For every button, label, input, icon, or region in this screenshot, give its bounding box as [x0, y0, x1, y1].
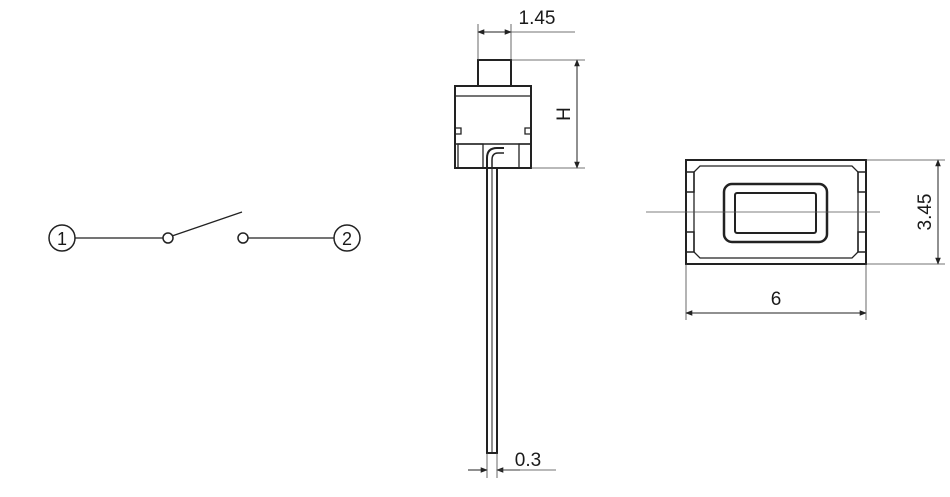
body-inner-outline [693, 165, 859, 259]
corner-tab-tr [857, 171, 866, 193]
actuator-top-inner [734, 192, 817, 234]
lead-bend-inner [491, 152, 504, 168]
corner-tab-br [857, 231, 866, 253]
top-view: 3.45 6 [646, 159, 945, 320]
terminal-2-circle [333, 224, 361, 252]
contact-left [162, 232, 174, 244]
dim-actuator-width: 1.45 [519, 8, 556, 29]
lead-bend [486, 147, 504, 168]
dim-lead-thickness: 0.3 [515, 450, 541, 471]
corner-tab-tl [686, 171, 695, 193]
body-foot-left [457, 143, 484, 169]
terminal-2-label: 2 [342, 229, 352, 249]
body-notch-right [524, 127, 531, 135]
contact-right [237, 232, 249, 244]
dim-height: H [554, 107, 575, 121]
dim-top-length: 6 [771, 289, 782, 310]
dim-top-width: 3.45 [915, 194, 936, 231]
actuator-top-outer [722, 182, 829, 244]
terminal-1-label: 1 [57, 229, 67, 249]
body-foot-right [518, 143, 532, 169]
corner-tab-bl [686, 231, 695, 253]
actuator [477, 59, 512, 87]
body-notch-left [455, 127, 462, 135]
switch-blade [171, 211, 243, 237]
switch-schematic: 1 2 [48, 211, 361, 252]
side-view: 1.45 H 0.3 [454, 8, 585, 478]
